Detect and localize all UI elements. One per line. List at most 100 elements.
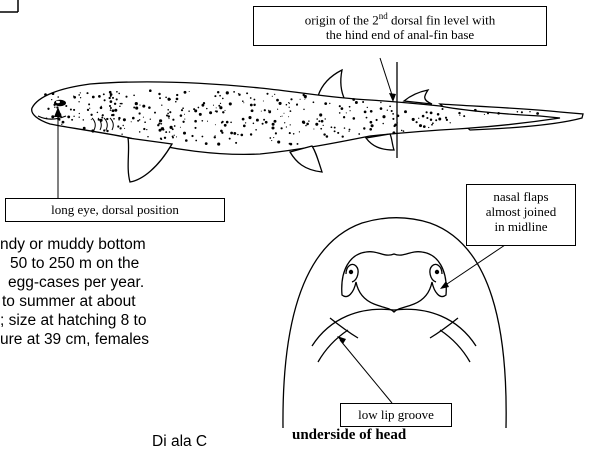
speckle — [271, 126, 274, 129]
speckle — [218, 105, 220, 107]
speckle — [120, 103, 121, 104]
nasal-flaps-callout: nasal flaps almost joined in midline — [466, 184, 576, 246]
speckle — [233, 132, 236, 135]
speckle — [78, 101, 79, 102]
speckle — [318, 120, 320, 122]
speckle — [458, 112, 460, 114]
speckle — [164, 137, 166, 139]
speckle — [135, 107, 138, 110]
speckle — [160, 123, 162, 125]
speckle — [87, 109, 89, 111]
speckle — [44, 93, 47, 96]
speckle — [80, 97, 81, 98]
speckle — [380, 107, 383, 110]
speckle — [180, 127, 181, 128]
speckle — [159, 97, 161, 99]
speckle — [277, 109, 278, 110]
speckle — [343, 116, 345, 118]
speckle — [283, 113, 284, 114]
speckle — [124, 128, 125, 129]
speckle — [117, 125, 119, 127]
speckle — [131, 121, 132, 122]
speckle — [355, 101, 358, 104]
speckle — [290, 110, 292, 112]
speckle — [300, 99, 301, 100]
speckle — [169, 131, 171, 133]
speckle — [91, 129, 94, 132]
speckle — [334, 127, 336, 129]
paragraph-line: egg-cases per year. — [0, 273, 149, 292]
speckle — [369, 128, 372, 131]
speckle — [89, 108, 90, 109]
speckle — [57, 96, 59, 98]
speckle — [446, 119, 448, 121]
speckle — [165, 96, 167, 98]
speckle — [459, 115, 460, 116]
dorsal-fin-origin-callout: origin of the 2nd dorsal fin level with … — [253, 6, 547, 46]
speckle — [263, 100, 264, 101]
speckle — [418, 118, 419, 119]
speckle — [123, 118, 126, 121]
speckle — [46, 117, 48, 119]
speckle — [315, 123, 318, 126]
speckle — [337, 132, 339, 134]
figure-caption: underside of head — [292, 427, 406, 444]
speckle — [344, 127, 345, 128]
eye-callout: long eye, dorsal position — [5, 198, 225, 222]
speckle — [51, 99, 52, 100]
speckle — [348, 131, 349, 132]
speckle — [161, 105, 162, 106]
speckle — [353, 117, 356, 120]
lip-callout-arrowhead — [337, 336, 346, 344]
speckle — [109, 97, 111, 99]
speckle — [366, 117, 368, 119]
speckle — [382, 123, 384, 125]
paragraph-line: 50 to 250 m on the — [0, 254, 149, 273]
speckle — [272, 96, 273, 97]
speckle — [139, 119, 140, 120]
speckle — [83, 119, 85, 121]
speckle — [194, 120, 197, 123]
speckle — [269, 137, 271, 139]
speckle — [450, 122, 451, 123]
speckle — [319, 113, 322, 116]
speckle — [484, 114, 485, 115]
speckle — [279, 102, 282, 105]
speckle — [189, 91, 190, 92]
speckle — [70, 108, 72, 110]
speckle — [88, 103, 90, 105]
speckle — [176, 136, 177, 137]
speckle — [437, 113, 440, 116]
speckle — [423, 125, 426, 128]
speckle — [101, 117, 103, 119]
speckle — [324, 102, 327, 105]
speckle — [182, 121, 184, 123]
speckle — [240, 134, 243, 137]
speckle — [432, 122, 434, 124]
speckle — [419, 124, 422, 127]
speckle — [78, 94, 80, 96]
dorsal-callout-line1: origin of the 2nd dorsal fin level with — [254, 9, 546, 27]
speckle — [214, 136, 216, 138]
speckle — [230, 122, 232, 124]
speckle — [103, 129, 105, 131]
speckle — [326, 135, 329, 138]
speckle — [109, 91, 112, 94]
speckle — [168, 118, 169, 119]
speckle — [250, 133, 252, 135]
speckle — [313, 128, 314, 129]
paragraph-line: ure at 39 cm, females — [0, 330, 149, 349]
speckle — [183, 132, 186, 135]
speckle — [339, 105, 341, 107]
speckle — [172, 119, 174, 121]
speckle — [363, 127, 365, 129]
speckle — [118, 119, 120, 121]
speckle — [133, 94, 135, 96]
speckle — [303, 109, 304, 110]
speckle — [237, 134, 238, 135]
speckle — [174, 135, 175, 136]
speckle — [184, 119, 185, 120]
speckle — [176, 94, 178, 96]
corner-box-fragment — [0, 0, 18, 12]
speckle — [201, 136, 203, 138]
